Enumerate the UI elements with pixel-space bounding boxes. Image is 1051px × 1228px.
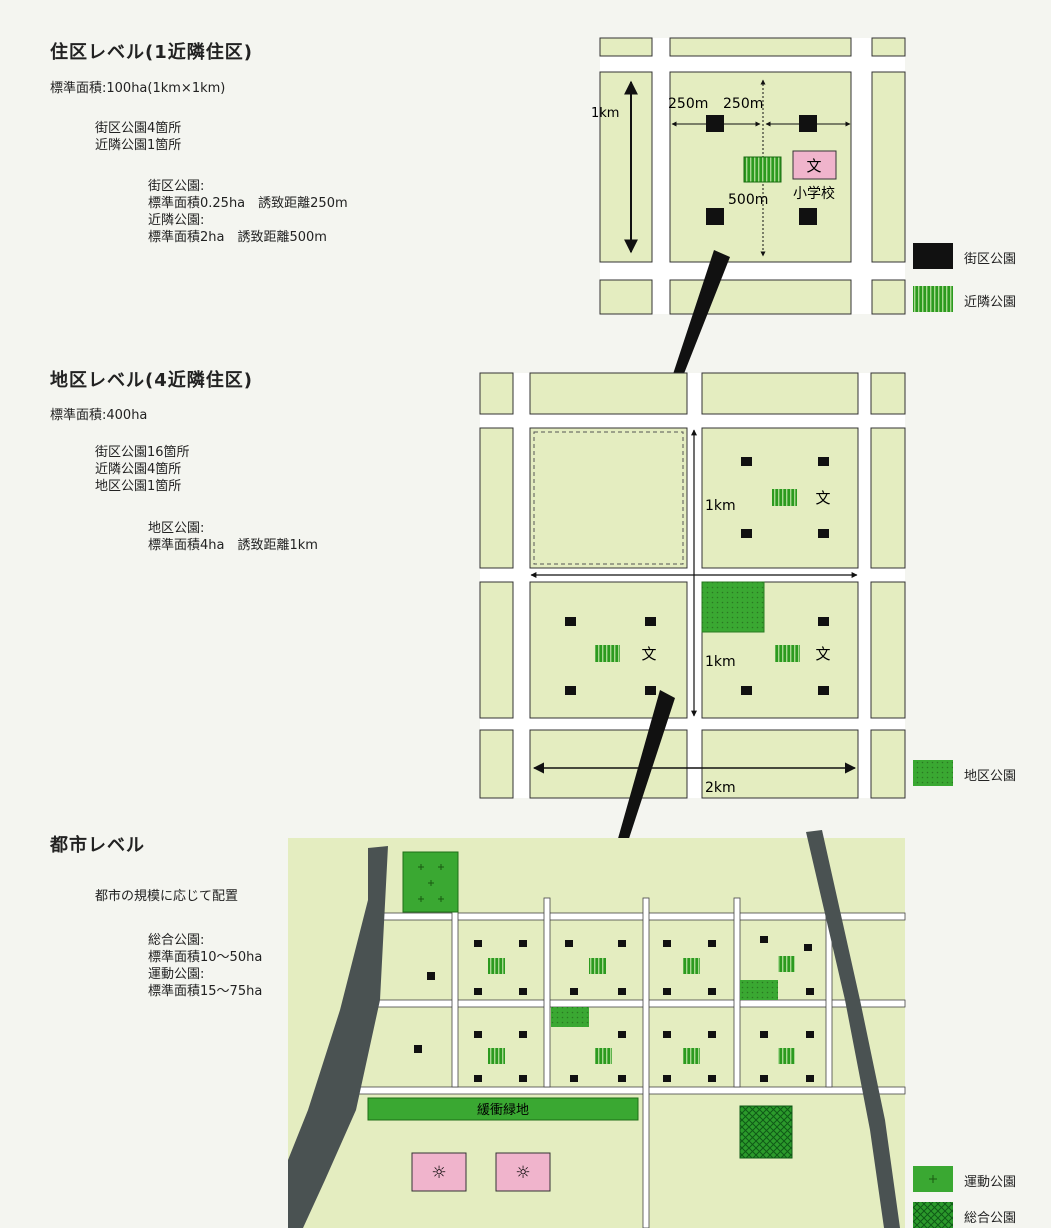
dim-label-250m-right: 250m [723, 96, 763, 112]
dim-label-1km: 1km [705, 498, 736, 514]
block-park [565, 617, 576, 626]
section3-note: 都市の規模に応じて配置 [95, 889, 239, 904]
detail-line: 近隣公園: [148, 213, 205, 228]
detail-line: 標準面積0.25ha 誘致距離250m [148, 196, 348, 211]
section1-details: 街区公園: 標準面積0.25ha 誘致距離250m 近隣公園: 標準面積2ha … [148, 178, 348, 246]
dim-label-1km: 1km [591, 106, 619, 121]
count-line: 地区公園1箇所 [95, 479, 182, 494]
block-park [645, 686, 656, 695]
block-park [741, 529, 752, 538]
legend-swatch-general-park [913, 1202, 953, 1228]
school-mark: 文 [806, 157, 821, 175]
school-mark: 文 [815, 489, 830, 507]
map1-neighborhood: 文 小学校 1km 250m 250m 500m [591, 37, 906, 315]
facility [411, 1152, 467, 1192]
block-park [414, 1045, 422, 1053]
dim-label-1km: 1km [705, 654, 736, 670]
block-park [706, 208, 724, 225]
legend-neighborhood-park: 近隣公園 [964, 295, 1017, 310]
section2-details: 地区公園: 標準面積4ha 誘致距離1km [148, 520, 318, 554]
block-park [818, 457, 829, 466]
block-park [799, 208, 817, 225]
school-mark: 文 [815, 645, 830, 663]
legend-general-park: 総合公園 [964, 1211, 1017, 1226]
block-park [818, 617, 829, 626]
neighborhood-unit [740, 936, 814, 1000]
neighborhood-unit [663, 1031, 716, 1082]
neighborhood-park [775, 645, 800, 662]
map3-city: 緩衝緑地 ☼ ☼ [288, 830, 906, 1228]
legend-swatch-block-park [913, 243, 953, 269]
sun-icon: ☼ [515, 1163, 530, 1183]
neighborhood-park [595, 645, 620, 662]
neighborhood-park [772, 489, 797, 506]
section1-heading: 住区レベル(1近隣住区) [50, 42, 253, 63]
block-park [741, 686, 752, 695]
legend-swatch-neighborhood-park [913, 286, 953, 312]
legend-block-park: 街区公園 [964, 252, 1017, 267]
general-park [739, 1105, 793, 1159]
section3-heading: 都市レベル [50, 835, 145, 856]
buffer-label: 緩衝緑地 [477, 1103, 529, 1118]
dim-label-2km: 2km [705, 780, 736, 796]
dim-label-250m-left: 250m [668, 96, 708, 112]
block-park [645, 617, 656, 626]
facility [495, 1152, 551, 1192]
legend-sports-park: 運動公園 [964, 1175, 1017, 1190]
map2-district: 文 文 文 1km 1km 2km [479, 372, 906, 799]
detail-line: 運動公園: [148, 967, 205, 982]
neighborhood-unit [663, 940, 716, 995]
neighborhood-unit [551, 1007, 626, 1082]
block-park [818, 686, 829, 695]
dim-label-500m: 500m [728, 192, 768, 208]
detail-line: 標準面積10〜50ha [148, 950, 263, 965]
neighborhood-unit [474, 1031, 527, 1082]
neighborhood-park [743, 156, 782, 183]
river-east [806, 830, 900, 1228]
detail-line: 標準面積2ha 誘致距離500m [148, 230, 327, 245]
school-marker [792, 150, 837, 180]
neighborhood-unit [565, 940, 626, 995]
detail-line: 総合公園: [148, 933, 205, 948]
count-line: 街区公園16箇所 [95, 445, 190, 460]
block-park [565, 686, 576, 695]
district-park [701, 581, 765, 633]
school-mark: 文 [641, 645, 656, 663]
detail-line: 標準面積4ha 誘致距離1km [148, 538, 318, 553]
count-line: 街区公園4箇所 [95, 121, 182, 136]
block-park [799, 115, 817, 132]
block-park [741, 457, 752, 466]
sun-icon: ☼ [431, 1163, 446, 1183]
legend-swatch-district-park [913, 760, 953, 786]
school-label: 小学校 [793, 185, 835, 202]
section2-area: 標準面積:400ha [50, 408, 148, 423]
section1-area: 標準面積:100ha(1km×1km) [50, 81, 226, 96]
section2-heading: 地区レベル(4近隣住区) [50, 370, 253, 391]
neighborhood-unit [760, 1031, 814, 1082]
count-line: 近隣公園4箇所 [95, 462, 182, 477]
block-park [706, 115, 724, 132]
legend-district-park: 地区公園 [964, 769, 1017, 784]
count-line: 近隣公園1箇所 [95, 138, 182, 153]
block-park [818, 529, 829, 538]
section3-details: 総合公園: 標準面積10〜50ha 運動公園: 標準面積15〜75ha [148, 932, 262, 1000]
block-park [427, 972, 435, 980]
detail-line: 標準面積15〜75ha [148, 984, 263, 999]
buffer-green-strip [367, 1097, 639, 1121]
section2-counts: 街区公園16箇所 近隣公園4箇所 地区公園1箇所 [95, 444, 190, 495]
detail-line: 街区公園: [148, 179, 205, 194]
detail-line: 地区公園: [148, 521, 205, 536]
section1-counts: 街区公園4箇所 近隣公園1箇所 [95, 120, 181, 154]
river-west [288, 846, 388, 1228]
neighborhood-unit [474, 940, 527, 995]
